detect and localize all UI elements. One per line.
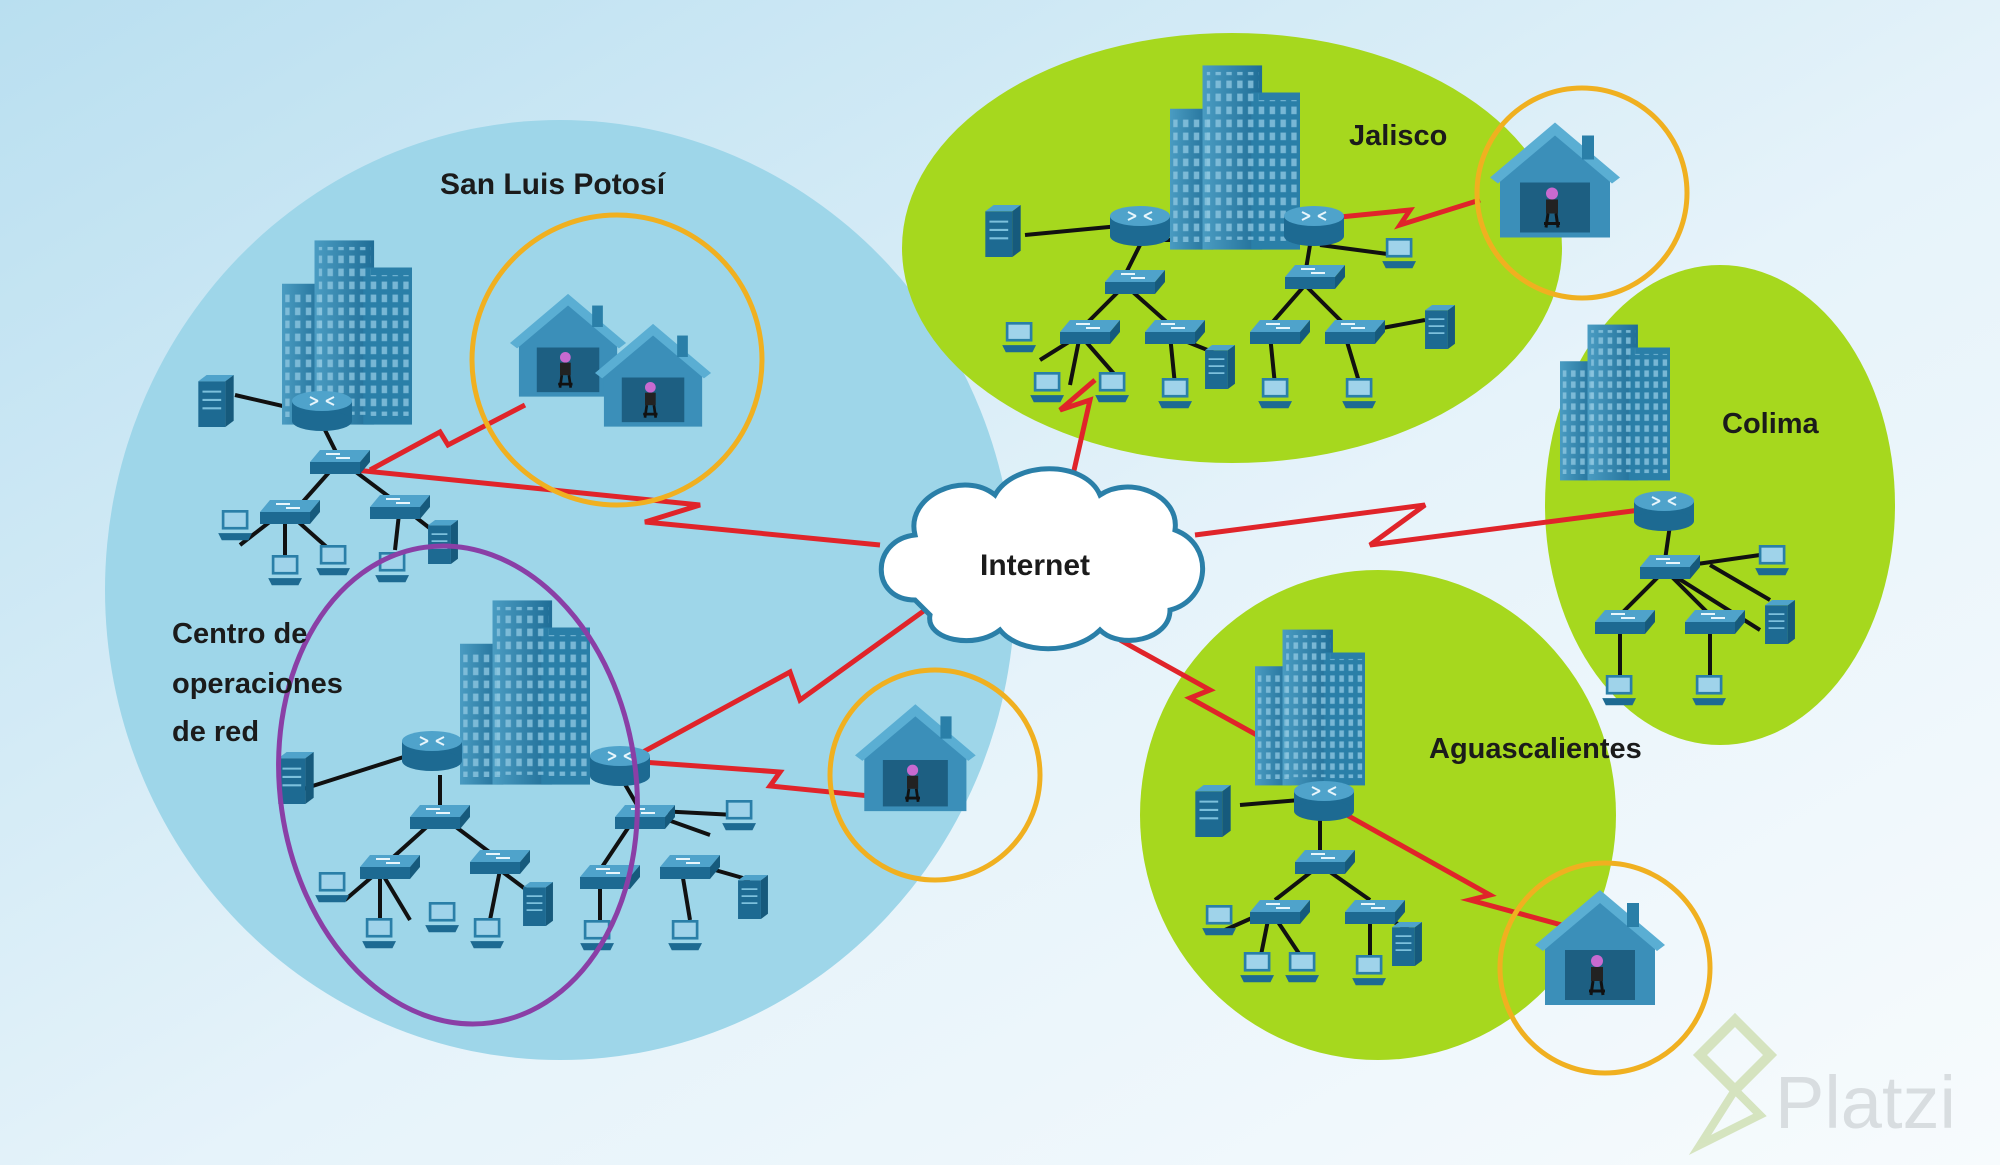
- remote-ring-aguascalientes: [1497, 860, 1713, 1076]
- pc-icon: [362, 918, 396, 949]
- pc-icon: [1352, 955, 1386, 986]
- remote-ring-slp: [469, 212, 765, 508]
- wan-link-jalisco-internet: [1058, 378, 1097, 511]
- pc-icon: [1030, 372, 1064, 403]
- watermark-text: Platzi: [1775, 1061, 1956, 1144]
- switch-icon: [1684, 609, 1746, 635]
- switch-icon: [1104, 269, 1166, 295]
- switch-icon: [409, 804, 471, 830]
- switch-icon: [1594, 609, 1656, 635]
- switch-icon: [1249, 899, 1311, 925]
- noc-ring: [276, 543, 640, 1027]
- router-icon: [291, 390, 353, 432]
- wan-link-noc-home: [614, 757, 911, 803]
- router-icon: [401, 730, 463, 772]
- pc-icon: [425, 902, 459, 933]
- pc-icon: [668, 920, 702, 951]
- pc-icon: [1002, 322, 1036, 353]
- server-icon: [984, 203, 1022, 259]
- wan-link-colima-internet: [1194, 502, 1641, 548]
- server-icon: [1194, 783, 1232, 839]
- remote-ring-noc: [827, 667, 1043, 883]
- pc-icon: [1285, 952, 1319, 983]
- wan-link-slp-internet: [354, 467, 881, 548]
- router-icon: [1109, 205, 1171, 247]
- server-icon: [197, 373, 235, 429]
- router-icon: [1633, 490, 1695, 532]
- label-centro-line-1: Centro de: [172, 618, 307, 650]
- switch-icon: [469, 849, 531, 875]
- switch-icon: [1284, 264, 1346, 290]
- platzi-logo-icon: [1688, 1012, 1778, 1156]
- pc-icon: [1342, 378, 1376, 409]
- pc-icon: [1755, 545, 1789, 576]
- router-icon: [1293, 780, 1355, 822]
- pc-icon: [268, 555, 302, 586]
- switch-icon: [1144, 319, 1206, 345]
- switch-icon: [1639, 554, 1701, 580]
- label-aguascalientes: Aguascalientes: [1429, 733, 1642, 765]
- server-icon: [1391, 921, 1423, 967]
- pc-icon: [1202, 905, 1236, 936]
- pc-icon: [1382, 238, 1416, 269]
- pc-icon: [1258, 378, 1292, 409]
- wan-link-aguascalientes-home: [1318, 797, 1581, 933]
- label-internet: Internet: [980, 549, 1090, 582]
- switch-icon: [309, 449, 371, 475]
- label-jalisco: Jalisco: [1349, 120, 1447, 152]
- label-centro-line-3: de red: [172, 716, 259, 748]
- pc-icon: [1602, 675, 1636, 706]
- server-icon: [1424, 304, 1456, 350]
- region-san-luis-potosi: [105, 120, 1015, 1060]
- pc-icon: [218, 510, 252, 541]
- server-icon: [522, 881, 554, 927]
- switch-icon: [1249, 319, 1311, 345]
- pc-icon: [1158, 378, 1192, 409]
- switch-icon: [1324, 319, 1386, 345]
- label-san-luis-potosi: San Luis Potosí: [440, 168, 667, 201]
- cloud-icon: [878, 466, 1205, 652]
- label-centro-line-2: operaciones: [172, 668, 343, 700]
- switch-icon: [1059, 319, 1121, 345]
- pc-icon: [316, 545, 350, 576]
- pc-icon: [722, 800, 756, 831]
- switch-icon: [614, 804, 676, 830]
- pc-icon: [1692, 675, 1726, 706]
- remote-ring-jalisco: [1474, 85, 1690, 301]
- pc-icon: [1240, 952, 1274, 983]
- pc-icon: [1095, 372, 1129, 403]
- switch-icon: [1344, 899, 1406, 925]
- wan-link-jalisco-home: [1309, 197, 1481, 230]
- label-colima: Colima: [1722, 408, 1820, 440]
- watermark: Platzi: [1688, 1012, 1956, 1156]
- switch-icon: [259, 499, 321, 525]
- server-icon: [427, 519, 459, 565]
- pc-icon: [470, 918, 504, 949]
- remote-rings: [469, 85, 1713, 1076]
- switch-icon: [659, 854, 721, 880]
- wan-links: [354, 197, 1641, 933]
- switch-icon: [359, 854, 421, 880]
- router-icon: [1283, 205, 1345, 247]
- server-icon: [1764, 599, 1796, 645]
- switch-icon: [369, 494, 431, 520]
- server-icon: [737, 874, 769, 920]
- server-icon: [277, 750, 315, 806]
- router-icon: [589, 745, 651, 787]
- server-icon: [1204, 344, 1236, 390]
- wan-link-noc-internet: [608, 607, 927, 773]
- pc-icon: [315, 872, 349, 903]
- switch-icon: [1294, 849, 1356, 875]
